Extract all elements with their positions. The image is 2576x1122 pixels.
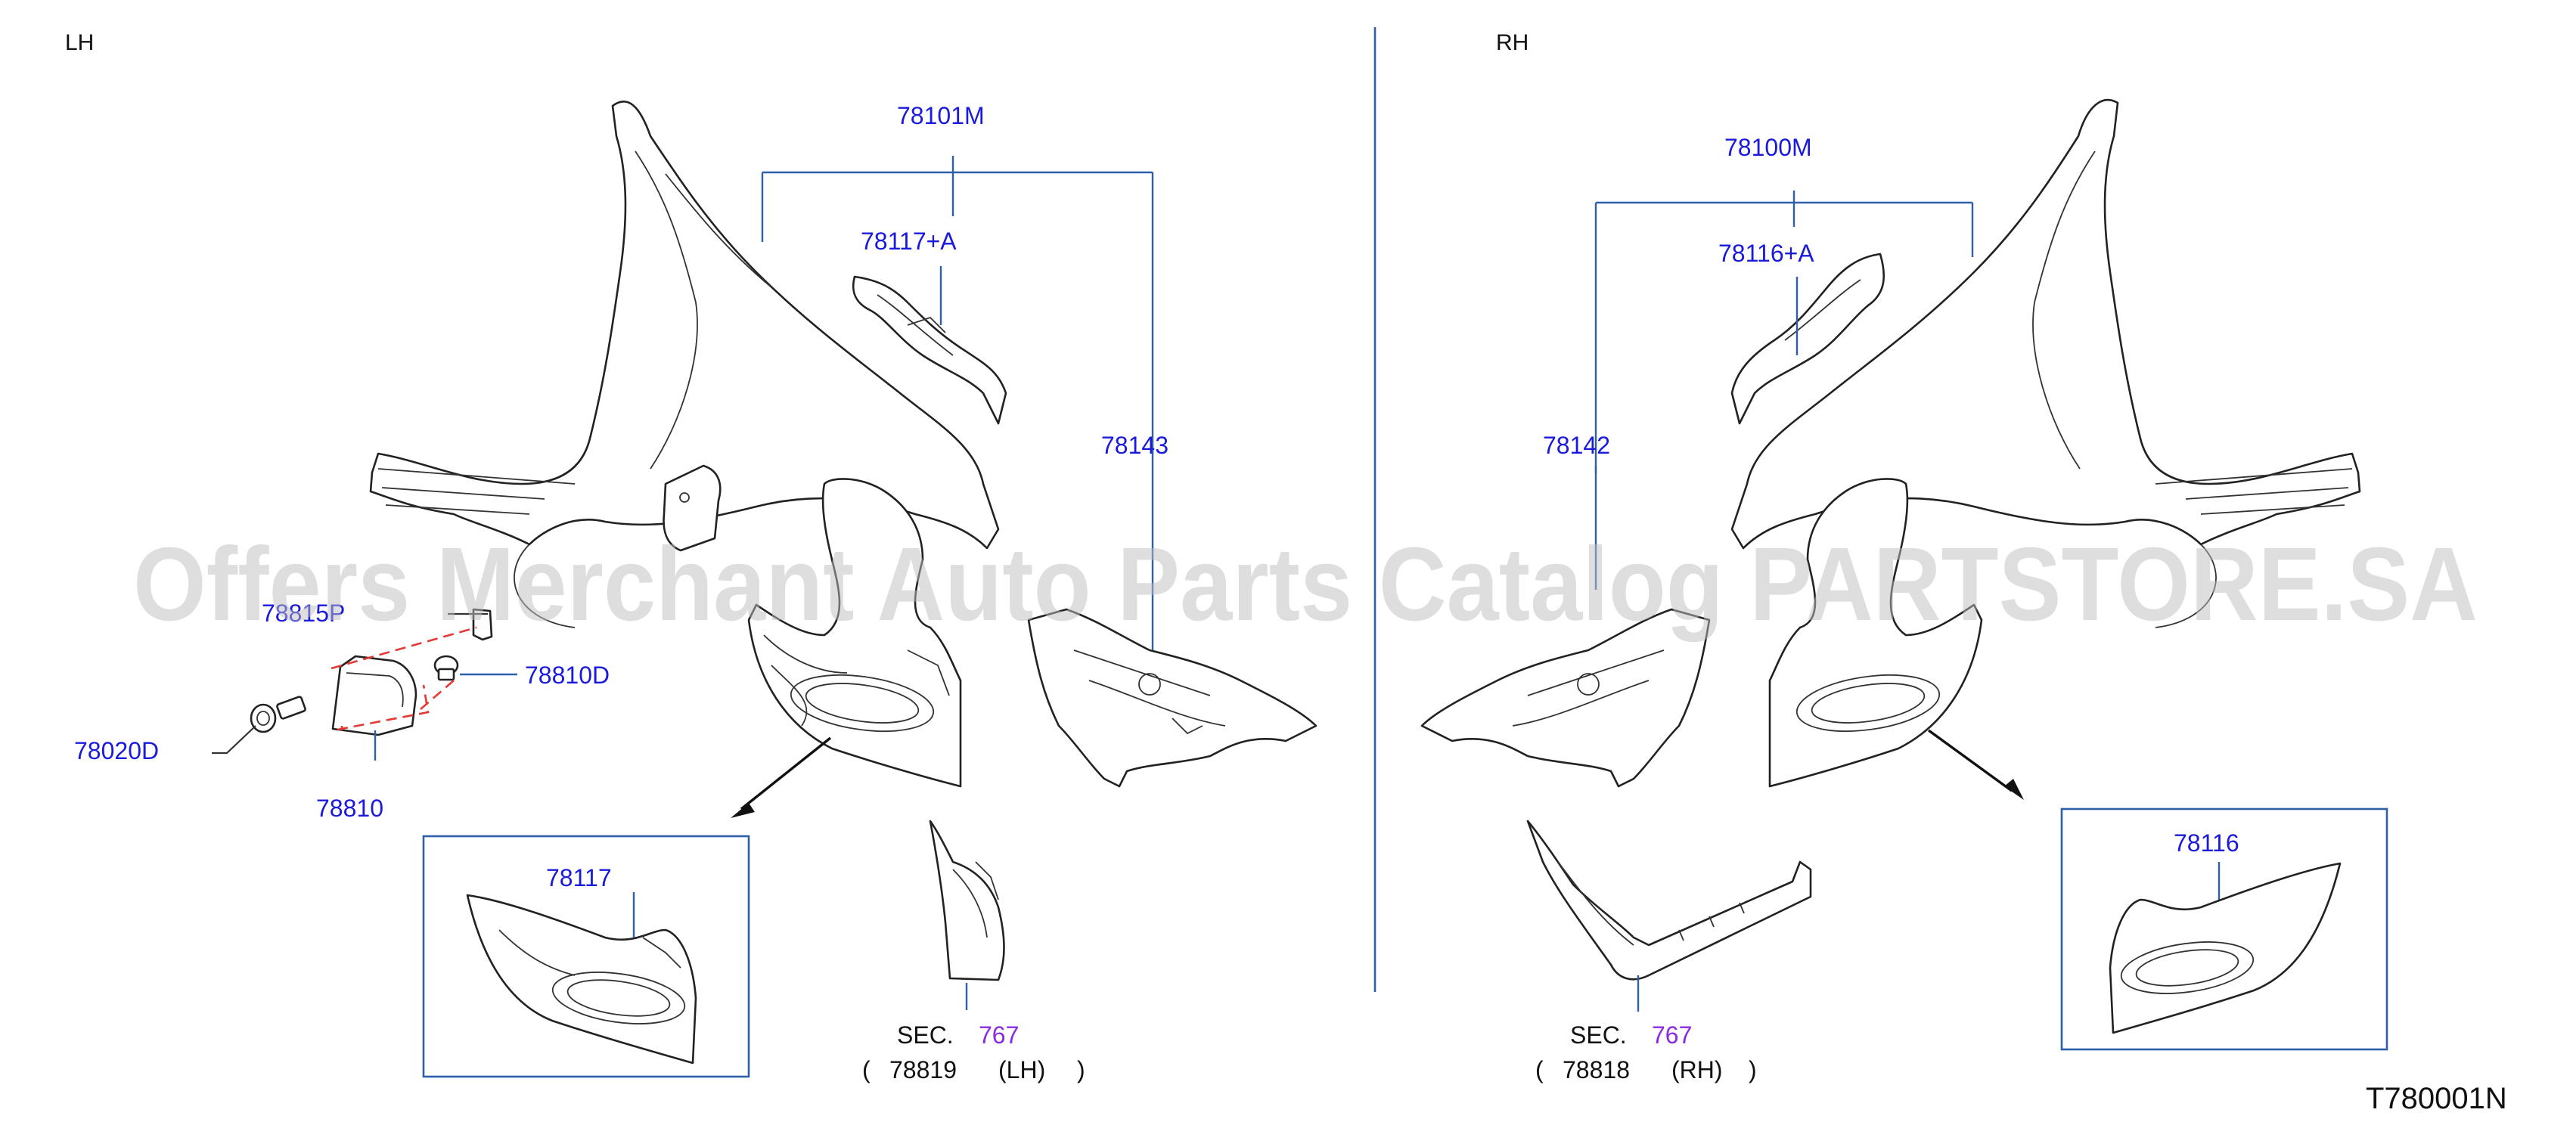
callout-rh-panel: 78142 [1543,432,1610,459]
side-label-rh: RH [1496,30,1529,55]
lh-fuel-lid-edge [346,672,404,708]
lh-detail-box [422,835,750,1078]
rh-detail-part [2109,862,2342,1034]
rh-sec-label: SEC. [1570,1021,1627,1049]
lh-sec767-part [929,820,1005,981]
lh-detail-opening [551,972,686,1024]
rh-extension-detail [1784,279,1861,341]
callout-lh-assembly: 78101M [897,102,985,129]
rh-detail-arrowhead [2004,779,2024,800]
lh-extension-part [852,275,1007,425]
lh-detail-opening-inner [566,979,671,1017]
lh-detail-ribs [498,929,681,976]
lh-bolt [250,696,306,733]
lh-inner-opening [790,674,935,732]
lh-sec-number: 767 [979,1021,1019,1049]
lh-sec-part: 78819 [889,1056,957,1083]
lh-parts [250,101,1317,1078]
rh-fender-crease [2032,150,2096,470]
callout-lh-partial: 78815P [262,600,345,627]
lh-extension-detail [877,294,954,356]
rh-leaders [1594,191,2221,1012]
lh-inner-opening-inner [805,683,920,724]
callout-rh-extension: 78116+A [1718,240,1814,267]
diagram-code: T780001N [2366,1082,2507,1115]
rh-detail-box [2060,807,2388,1051]
callout-lh-bolt: 78020D [74,737,159,764]
rh-sec-close-paren: ) [1749,1056,1757,1083]
side-label-lh: LH [65,30,94,55]
lh-fender-crease [635,150,698,470]
lh-fuel-opening-hole [679,492,690,503]
rh-inner-opening [1795,674,1941,732]
rh-parts [1420,98,2388,1051]
lh-guide-dashed [331,626,477,731]
callout-lh-clip: 78810D [525,662,610,689]
lh-leaders [212,156,1154,1010]
callout-lh-detail: 78117 [546,864,612,891]
lh-sill [377,468,576,515]
lh-lower-panel-detail [1073,649,1226,735]
lh-fender-inner-line [665,173,772,288]
rh-sec-side: (RH) [1671,1056,1723,1083]
rh-detail-opening [2120,941,2255,994]
rh-detail-opening-inner [2135,949,2239,987]
lh-detail-arrow [740,736,832,811]
lh-sec-open-paren: ( [862,1056,871,1083]
lh-fuel-opening [663,464,722,552]
rh-sill [2155,468,2353,515]
lh-partial-clip [472,608,493,641]
watermark-text: Offers Merchant Auto Parts Catalog PARTS… [133,526,2478,643]
lh-sec767-detail [952,861,999,938]
rh-sec767-part [1526,820,1812,981]
rh-sec767-detail [1557,861,1745,946]
lh-sec-side: (LH) [998,1056,1045,1083]
callout-lh-panel: 78143 [1101,432,1169,459]
callout-lh-extension: 78117+A [861,228,957,255]
rh-sec-number: 767 [1652,1021,1692,1049]
rh-lower-panel-detail [1512,649,1665,727]
rh-sec-part: 78818 [1563,1056,1630,1083]
lh-lower-panel-hole [1138,673,1161,696]
rh-sec-open-paren: ( [1535,1056,1544,1083]
rh-lower-panel-hole [1577,673,1600,696]
lh-fuel-lid [331,655,417,736]
callout-lh-lid: 78810 [316,795,383,822]
lh-rear-fender [369,101,1000,550]
lh-wheel-arch [514,544,576,628]
lh-lower-panel [1027,608,1317,788]
rh-rear-fender [1730,98,2361,550]
rh-extension-part [1730,253,1885,425]
lh-sec-label: SEC. [897,1021,954,1049]
lh-detail-arrowhead [731,803,755,818]
lh-clip [433,655,459,681]
rh-wheel-arch [2155,544,2217,628]
callout-rh-assembly: 78100M [1724,134,1812,161]
lh-inner-ribs [763,634,950,727]
rh-inner-opening-inner [1811,683,1926,724]
lh-detail-part [466,894,697,1065]
rh-detail-arrow [1928,729,2013,792]
rh-lower-panel [1420,608,1711,788]
callout-rh-detail: 78116 [2174,829,2239,857]
lh-sec-close-paren: ) [1077,1056,1085,1083]
